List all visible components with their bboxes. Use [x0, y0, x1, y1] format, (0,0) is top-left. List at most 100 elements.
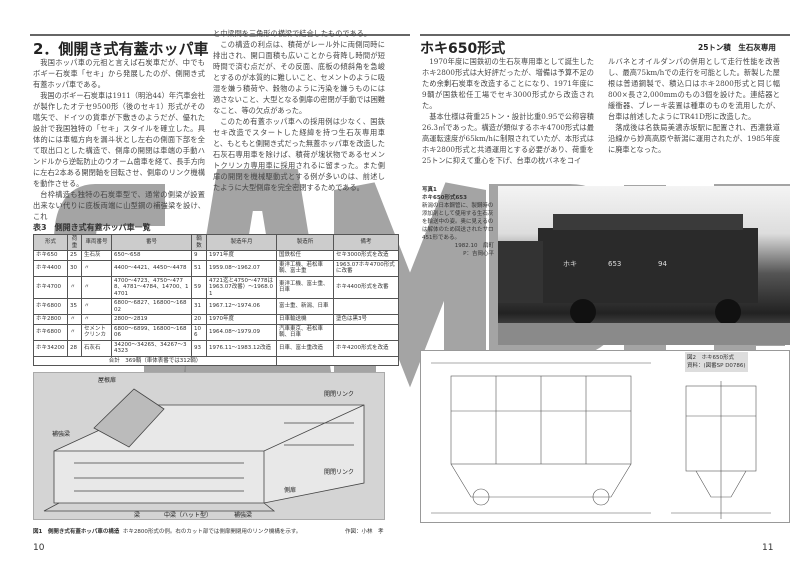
table-header: 輌数: [191, 234, 207, 251]
table-cell: 4700～4723、4750～4778、4781～4784、14700、1470…: [111, 275, 192, 299]
figure-caption-text: ホキ2800形式の例。右のカット部では側扉開閉用のリンク機構を示す。: [122, 529, 302, 535]
table-cell: 1964.08～1979.09: [206, 323, 277, 341]
figure-label: 開閉リンク: [324, 391, 355, 398]
heading-rule: [30, 34, 410, 36]
table-cell: 東洋工機、若松車輌、富士重: [276, 259, 334, 277]
table-cell: 28: [67, 339, 82, 357]
table-row: ホキ4700〃〃4700～4723、4750～4778、4781～4784、14…: [33, 275, 399, 299]
hopper-car-photo: ホキ 653 94: [498, 186, 790, 345]
table-caption: 表3 側開き式有蓋ホッパ車一覧: [33, 223, 151, 232]
table-cell: 4400～4421、4450～4478: [111, 259, 192, 277]
photo-caption-text: 新潟の日本鋼管に、製鋼時の添加剤として使用する生石灰を輸送中の姿。奥に見えるのは…: [422, 203, 494, 241]
paragraph: 基本仕様は荷重25トン・設計比重0.95で公称容積26.3㎥であった。構造が類似…: [422, 112, 594, 165]
middle-column-text: と中梁間を三角形の横梁で結合したものである。 この構造の利点は、積荷がレール外に…: [213, 28, 385, 193]
table-cell: 〃: [67, 323, 82, 341]
photo-caption-subtitle: ホキ650形式653: [422, 195, 467, 201]
table-cell: 1976.11～1983.12改造: [206, 339, 277, 357]
structure-illustration: 屋根扉 補強梁 開閉リンク 側扉 梁 中梁（ハット型） 補強梁 開閉リンク: [33, 372, 385, 520]
section-heading: 2．側開き式有蓋ホッパ車: [33, 40, 209, 58]
table-cell: 31: [191, 298, 207, 315]
table-cell: 30: [67, 259, 82, 277]
table-cell: 93: [191, 339, 207, 357]
table-cell: ホキ4400: [33, 259, 68, 277]
table-cell: ホキ6800: [33, 298, 68, 315]
paragraph: 我国のボギー石炭車は1911（明治44）年汽車会社が製作したオテセ9500形（後…: [33, 91, 205, 188]
table-cell: ホキ2800: [33, 314, 68, 325]
table-cell: 〃: [81, 314, 112, 325]
table-cell: ホキ4200形式を改造: [333, 339, 399, 357]
right-column-text-2: ルバネとオイルダンパの併用として走行性能を改善し、最高75km/hでの走行を可能…: [608, 56, 780, 155]
table-header: 備考: [333, 234, 399, 251]
figure-caption-text: 資料：(図番SP D0786): [687, 363, 746, 369]
table-cell: 1971年度: [206, 250, 277, 261]
table-cell: セキ3000形式を改造: [333, 250, 399, 261]
paragraph: 1970年度に国鉄初の生石灰専用車として誕生したホキ2800形式は大好評だったが…: [422, 57, 594, 110]
table-cell: 35: [67, 298, 82, 315]
table-header: 製造所: [276, 234, 334, 251]
table-cell: 9: [191, 250, 207, 261]
page-number: 11: [762, 543, 774, 553]
photo-content: ホキ 653 94: [498, 214, 790, 345]
page-number: 10: [33, 543, 45, 553]
table-cell: 石灰石: [81, 339, 112, 357]
paragraph: 落成後は名鉄局美濃赤坂駅に配置され、西濃鉄道沿線から妙高高原や新潟に運用されたが…: [608, 123, 780, 154]
table-cell: 25: [67, 250, 82, 261]
table-cell: 59: [191, 275, 207, 299]
table-cell: [333, 323, 399, 341]
paragraph: と中梁間を三角形の横梁で結合したものである。: [213, 29, 372, 38]
figure-caption-title: 図1 側開き式有蓋ホッパ車の構造: [33, 529, 120, 535]
table-cell: セメントクリンカ: [81, 323, 112, 341]
photo-date: 1982.10 扇町: [454, 243, 494, 249]
table-cell: [333, 298, 399, 315]
car-marking: 94: [658, 260, 667, 268]
right-column-text-1: 1970年度に国鉄初の生石灰専用車として誕生したホキ2800形式は大好評だったが…: [422, 56, 594, 166]
table-cell: 1963.07ホキ4700形式に改番: [333, 259, 399, 277]
table-cell: 塗色は黒3号: [333, 314, 399, 325]
figure-label: 側扉: [284, 487, 297, 494]
table-cell: 富士重、新潟、日車: [276, 298, 334, 315]
table-cell: 20: [191, 314, 207, 325]
paragraph: このため有蓋ホッパ車への採用例は少なく、国鉄セキ改造でスタートした経緯を持つ生石…: [213, 117, 385, 192]
figure-caption: 図1 側開き式有蓋ホッパ車の構造 ホキ2800形式の例。右のカット部では側扉開閉…: [33, 527, 301, 535]
table-cell: 日車、富士重改造: [276, 339, 334, 357]
figure-caption-title: 図2 ホキ650形式: [687, 355, 734, 361]
table-cell: 650～658: [111, 250, 192, 261]
table-cell: ホキ4400形式を改番: [333, 275, 399, 299]
section-subheading: 25トン積 生石灰専用: [698, 43, 776, 52]
photo-credit: P：吉岡心平: [463, 251, 494, 257]
paragraph: この構造の利点は、積荷がレール外に両側同時に排出され、開口面積も広いことから荷降…: [213, 40, 385, 115]
photo-caption-title: 写真1: [422, 187, 437, 193]
table-cell: 日車輸送機: [276, 314, 334, 325]
table-cell: 〃: [67, 275, 82, 299]
table-cell: 〃: [81, 275, 112, 299]
table-cell: 1967.12～1974.06: [206, 298, 277, 315]
table-cell: 34200～34265、34267～34323: [111, 339, 192, 357]
table-cell: 東洋工機、富士重、日車: [276, 275, 334, 299]
table-header: 車両番号: [81, 234, 112, 251]
table-cell: 〃: [81, 298, 112, 315]
table-cell: ホキ4700: [33, 275, 68, 299]
paragraph: 台枠構造も独特の石炭車型で、通常の側梁が設置出来ない代りに底板両端に山型鋼の補強…: [33, 190, 205, 221]
table-cell: 〃: [81, 259, 112, 277]
table-cell: ホキ34200: [33, 339, 68, 357]
table-cell: 6800～6899、16800～16806: [111, 323, 192, 341]
table-cell: ホキ6800: [33, 323, 68, 341]
table-header: 形式: [33, 234, 68, 251]
table-cell: 汽車東京、若松車輌、日車: [276, 323, 334, 341]
table-row: 合計 369輌（車体表番では312輌）: [33, 355, 399, 366]
right-page: ホキ650形式 25トン積 生石灰専用 1970年度に国鉄初の生石灰専用車として…: [400, 0, 800, 565]
paragraph: ルバネとオイルダンパの併用として走行性能を改善し、最高75km/hでの走行を可能…: [608, 57, 780, 121]
table-cell: 51: [191, 259, 207, 277]
table-header: 番号: [111, 234, 192, 251]
table-cell: 6800～6827、16800～16802: [111, 298, 192, 315]
table-cell: ホキ650: [33, 250, 68, 261]
heading-rule: [420, 34, 790, 36]
car-marking: ホキ: [563, 260, 577, 268]
table-cell: 〃: [67, 314, 82, 325]
table-total: 合計 369輌（車体表番では312輌）: [33, 355, 277, 366]
